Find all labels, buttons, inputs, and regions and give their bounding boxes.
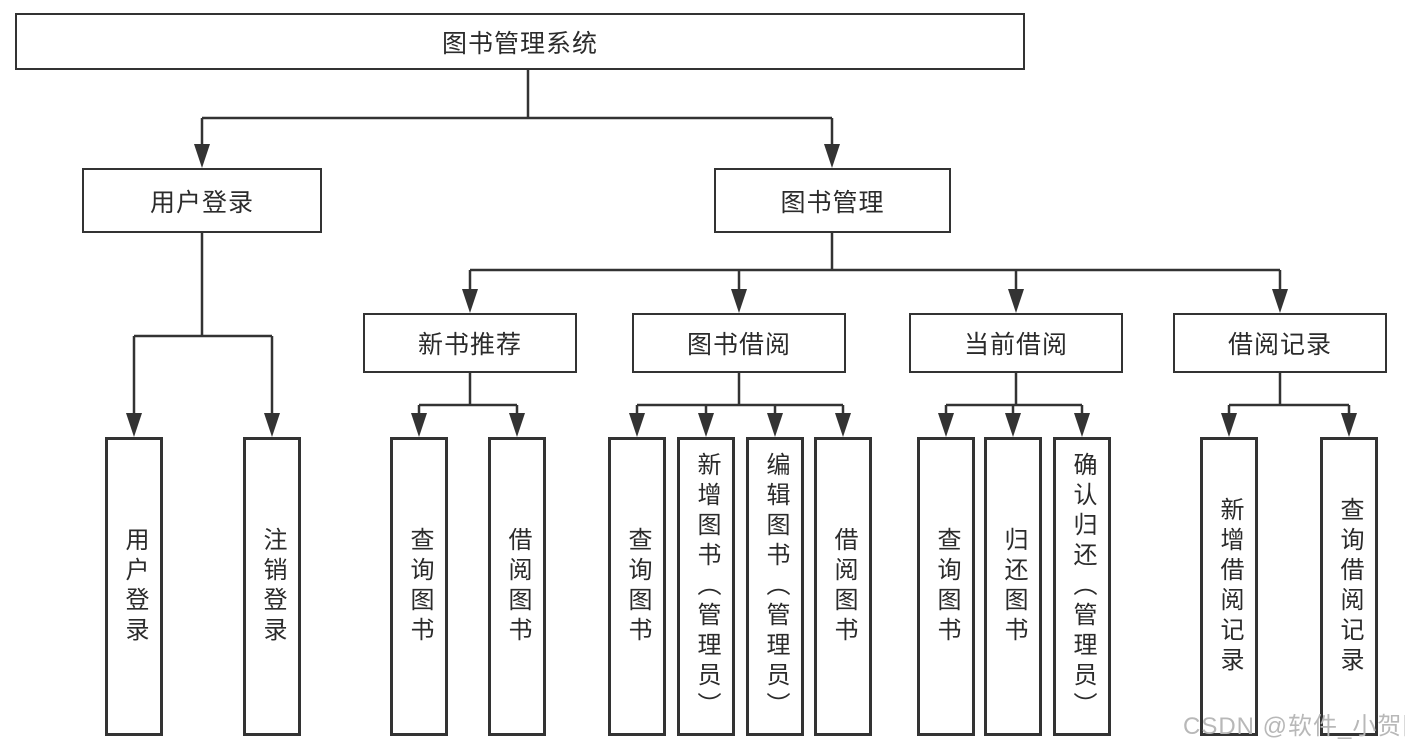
connector-current-borrowing-children bbox=[938, 373, 1090, 437]
leaf-user-login: 用户登录 bbox=[105, 437, 163, 736]
leaf-cb-confirm-return-label: 确认归还（管理员） bbox=[1069, 451, 1096, 722]
arrowhead bbox=[411, 413, 427, 437]
arrowhead bbox=[1221, 413, 1237, 437]
arrowhead bbox=[1341, 413, 1357, 437]
node-book-management-label: 图书管理 bbox=[780, 188, 885, 217]
arrowhead bbox=[629, 413, 645, 437]
leaf-br-query-record: 查询借阅记录 bbox=[1320, 437, 1378, 736]
node-root: 图书管理系统 bbox=[15, 13, 1025, 70]
arrowhead bbox=[938, 413, 954, 437]
leaf-br-add-record-label: 新增借阅记录 bbox=[1216, 496, 1243, 677]
leaf-bb-add-books-label: 新增图书（管理员） bbox=[693, 451, 720, 722]
arrowhead bbox=[767, 413, 783, 437]
leaf-br-add-record: 新增借阅记录 bbox=[1200, 437, 1258, 736]
leaf-bb-edit-books-label: 编辑图书（管理员） bbox=[762, 451, 789, 722]
arrowhead bbox=[126, 413, 142, 437]
leaf-nbr-borrow-books: 借阅图书 bbox=[488, 437, 546, 736]
csdn-watermark: CSDN @软件_小贺同学 bbox=[1183, 713, 1405, 740]
node-current-borrowing-label: 当前借阅 bbox=[963, 331, 1068, 359]
node-book-borrowing: 图书借阅 bbox=[632, 313, 846, 373]
arrowhead bbox=[1272, 289, 1288, 313]
leaf-cb-return-books: 归还图书 bbox=[984, 437, 1042, 736]
arrowhead bbox=[835, 413, 851, 437]
leaf-bb-borrow-books-label: 借阅图书 bbox=[830, 526, 857, 647]
connector-borrowing-records-children bbox=[1221, 373, 1357, 437]
arrowhead bbox=[698, 413, 714, 437]
leaf-nbr-query-books-label: 查询图书 bbox=[406, 526, 433, 647]
leaf-logout: 注销登录 bbox=[243, 437, 301, 736]
leaf-cb-confirm-return: 确认归还（管理员） bbox=[1053, 437, 1111, 736]
node-user-login: 用户登录 bbox=[82, 168, 322, 233]
leaf-bb-add-books: 新增图书（管理员） bbox=[677, 437, 735, 736]
connector-new-book-recommend-children bbox=[411, 373, 525, 437]
arrowhead bbox=[1074, 413, 1090, 437]
arrowhead bbox=[264, 413, 280, 437]
leaf-bb-query-books-label: 查询图书 bbox=[624, 526, 651, 647]
connector-root-to-level2 bbox=[194, 70, 840, 168]
arrowhead bbox=[824, 144, 840, 168]
arrowhead bbox=[194, 144, 210, 168]
node-root-label: 图书管理系统 bbox=[441, 29, 598, 58]
node-new-book-recommend-label: 新书推荐 bbox=[417, 331, 522, 359]
node-current-borrowing: 当前借阅 bbox=[909, 313, 1123, 373]
node-book-management: 图书管理 bbox=[714, 168, 951, 233]
connector-book-borrowing-children bbox=[629, 373, 851, 437]
node-book-borrowing-label: 图书借阅 bbox=[686, 331, 791, 359]
node-borrowing-records-label: 借阅记录 bbox=[1227, 331, 1332, 359]
leaf-bb-query-books: 查询图书 bbox=[608, 437, 666, 736]
node-new-book-recommend: 新书推荐 bbox=[363, 313, 577, 373]
leaf-cb-query-books-label: 查询图书 bbox=[933, 526, 960, 647]
leaf-bb-edit-books: 编辑图书（管理员） bbox=[746, 437, 804, 736]
arrowhead bbox=[509, 413, 525, 437]
node-user-login-label: 用户登录 bbox=[149, 188, 254, 217]
arrowhead bbox=[731, 289, 747, 313]
node-borrowing-records: 借阅记录 bbox=[1173, 313, 1387, 373]
leaf-br-query-record-label: 查询借阅记录 bbox=[1336, 496, 1363, 677]
leaf-cb-query-books: 查询图书 bbox=[917, 437, 975, 736]
connector-book-management-children bbox=[462, 233, 1288, 313]
leaf-bb-borrow-books: 借阅图书 bbox=[814, 437, 872, 736]
leaf-cb-return-books-label: 归还图书 bbox=[1000, 526, 1027, 647]
leaf-user-login-label: 用户登录 bbox=[121, 526, 148, 647]
arrowhead bbox=[1008, 289, 1024, 313]
connector-user-login-children bbox=[126, 233, 280, 437]
leaf-nbr-query-books: 查询图书 bbox=[390, 437, 448, 736]
leaf-nbr-borrow-books-label: 借阅图书 bbox=[504, 526, 531, 647]
leaf-logout-label: 注销登录 bbox=[259, 526, 286, 647]
arrowhead bbox=[1005, 413, 1021, 437]
arrowhead bbox=[462, 289, 478, 313]
